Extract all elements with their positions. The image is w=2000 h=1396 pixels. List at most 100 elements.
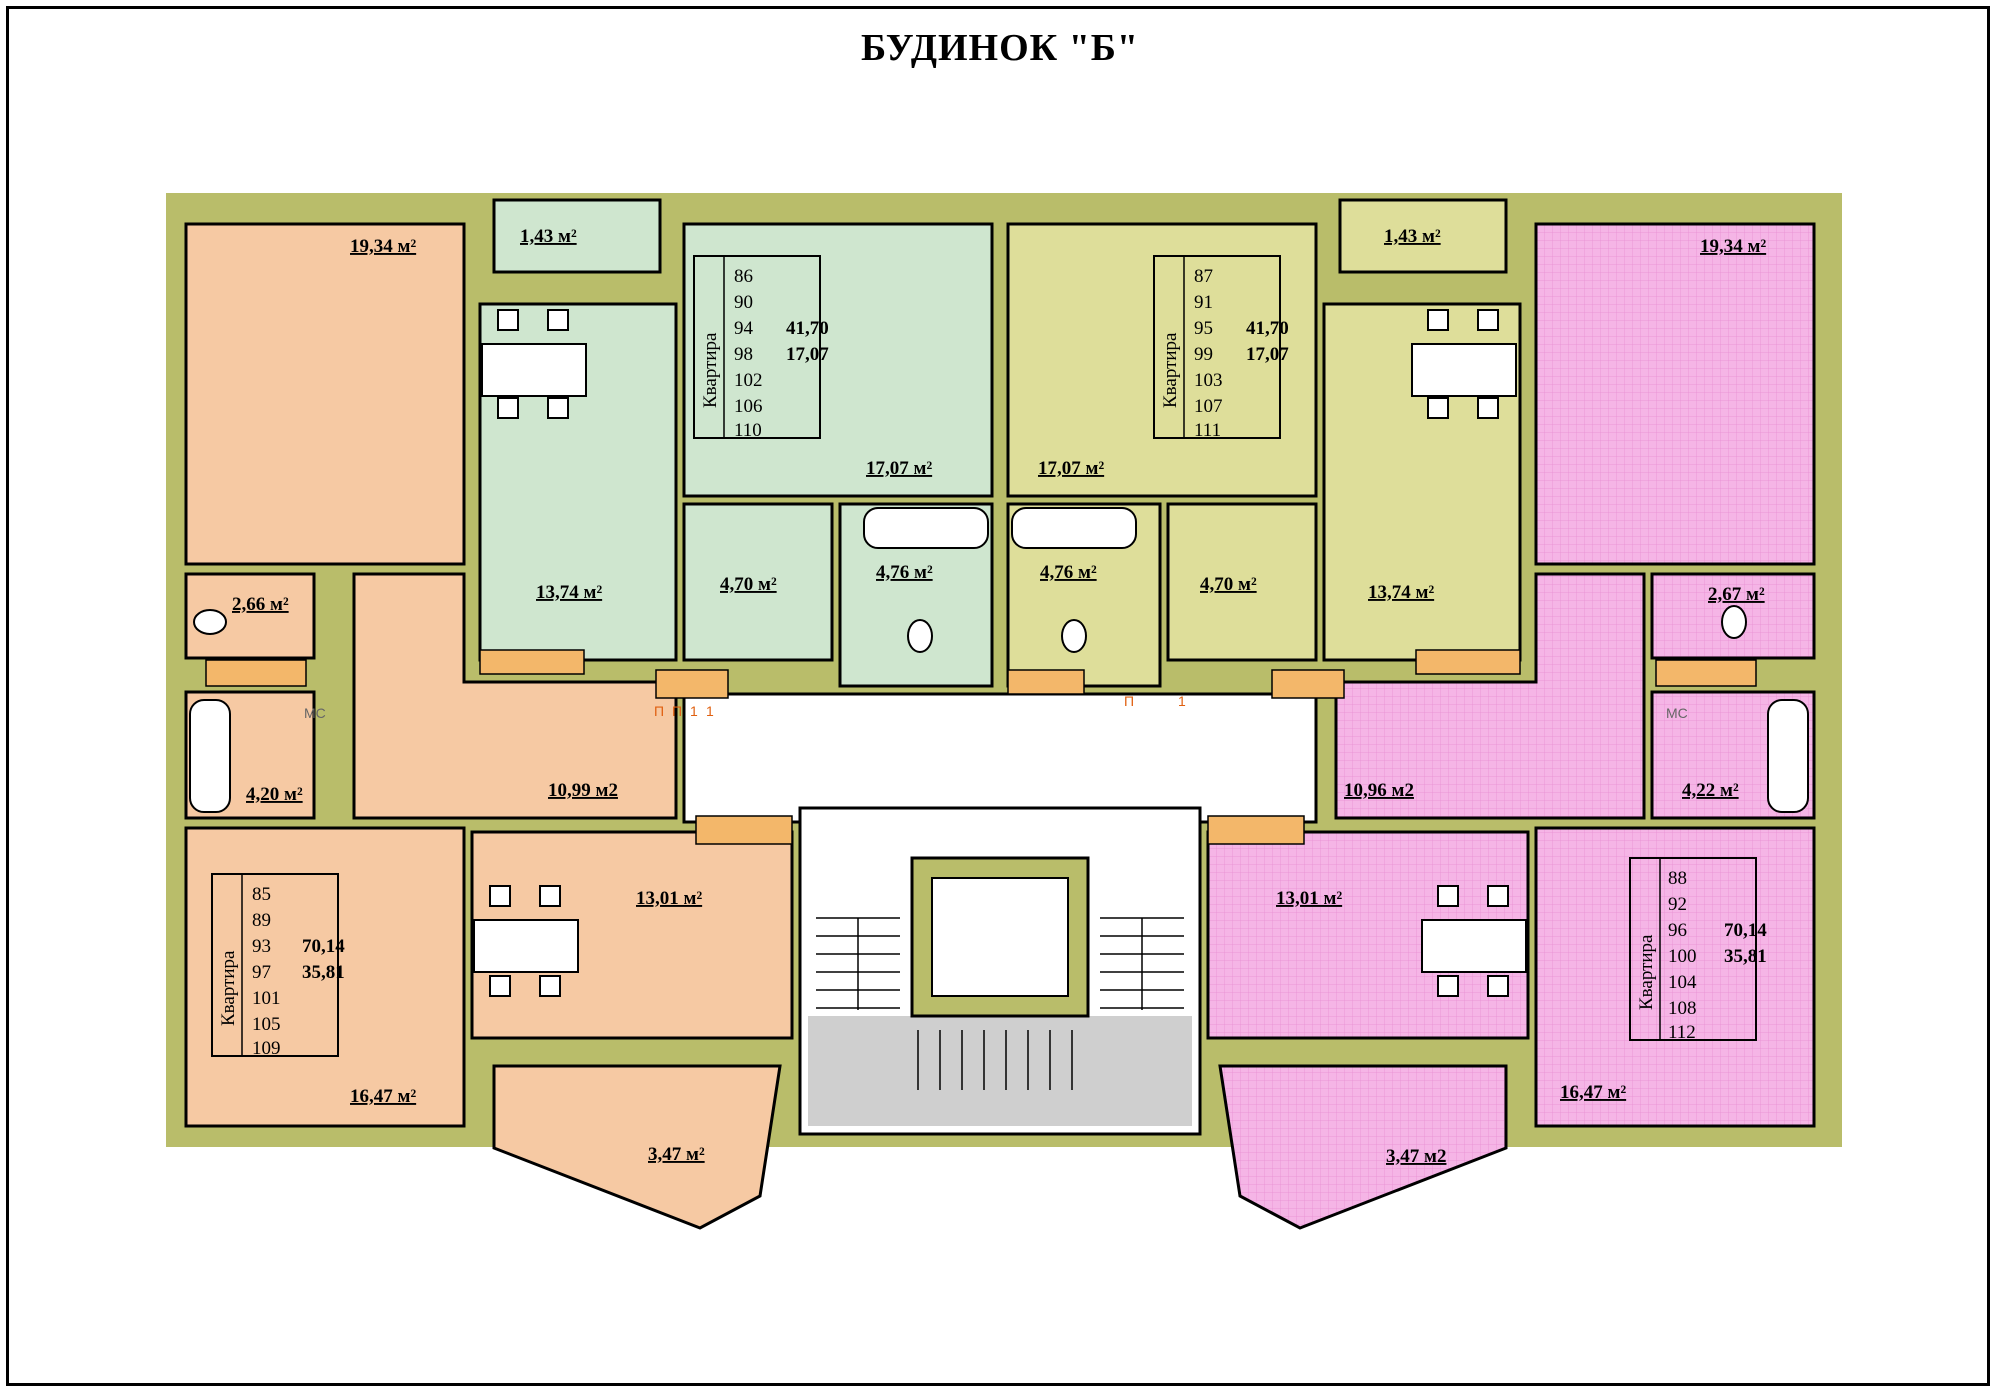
apartment-table-pink: Квартира 88 92 96 100 104 108 112 70,14 …	[1629, 857, 1767, 1043]
apartment-table-olive: Квартира 87 91 95 99 103 107 111 41,70 1…	[1153, 255, 1289, 441]
area-g-living: 17,07 м²	[866, 458, 932, 479]
apt-number: 107	[1194, 396, 1223, 417]
apt-living-area: 17,07	[1246, 344, 1289, 365]
apt-number: 90	[734, 292, 753, 313]
apt-number: 86	[734, 266, 753, 287]
area-g-hall: 4,70 м²	[720, 574, 777, 595]
area-l-kitchen-bottom: 13,01 м²	[636, 888, 702, 909]
bathtub-icon	[189, 507, 1809, 813]
apt-number: 102	[734, 370, 763, 391]
ventilation-duct	[205, 649, 1757, 845]
room-o-living	[1006, 222, 1318, 498]
apartment-label: Квартира	[700, 332, 721, 408]
area-l-living-bottom: 16,47 м²	[350, 1086, 416, 1107]
svg-text:1: 1	[706, 703, 714, 719]
apt-number: 110	[734, 420, 762, 441]
apt-number: 103	[1194, 370, 1223, 391]
room-r-living-top	[1534, 222, 1816, 566]
area-r-kitchen-bottom: 13,01 м²	[1276, 888, 1342, 909]
area-g-bath: 4,76 м²	[876, 562, 933, 583]
page-title: БУДИНОК "Б"	[860, 27, 1140, 69]
apt-number: 91	[1194, 292, 1213, 313]
room-r-hall	[1334, 572, 1646, 820]
apt-number: 96	[1668, 920, 1687, 941]
room-r-loggia	[1218, 1064, 1508, 1230]
apt-number: 111	[1194, 420, 1221, 441]
toilet-icon	[193, 605, 1747, 653]
room-o-hall	[1166, 502, 1318, 662]
room-r-living-bottom	[1534, 826, 1816, 1128]
apt-number: 112	[1668, 1022, 1696, 1043]
common-corridor	[682, 692, 1318, 824]
apt-number: 92	[1668, 894, 1687, 915]
apt-number: 94	[734, 318, 754, 339]
area-o-hall: 4,70 м²	[1200, 574, 1257, 595]
apartment-table-green: Квартира 86 90 94 98 102 106 110 41,70 1…	[693, 255, 829, 441]
apt-number: 100	[1668, 946, 1697, 967]
room-g-hall	[682, 502, 834, 662]
area-l-bath: 4,20 м²	[246, 784, 303, 805]
area-l-balcony-top: 1,43 м²	[520, 226, 577, 247]
apt-number: 109	[252, 1038, 281, 1059]
area-r-wc: 2,67 м²	[1708, 584, 1765, 605]
apartment-label: Квартира	[1160, 332, 1181, 408]
area-r-living-bottom: 16,47 м²	[1560, 1082, 1626, 1103]
apt-number: 97	[252, 962, 271, 983]
stair-treads	[816, 917, 1184, 1090]
svg-text:МС: МС	[304, 705, 326, 721]
svg-text:1: 1	[1178, 693, 1186, 709]
room-l-living-bottom	[184, 826, 466, 1128]
area-l-loggia: 3,47 м²	[648, 1144, 705, 1165]
apt-number: 105	[252, 1014, 281, 1035]
elevator-car	[931, 877, 1069, 997]
area-r-living-top: 19,34 м²	[1700, 236, 1766, 257]
apt-number: 88	[1668, 868, 1687, 889]
area-l-wc: 2,66 м²	[232, 594, 289, 615]
svg-text:П: П	[654, 703, 664, 719]
area-l-hall: 10,99 м2	[548, 780, 618, 801]
apt-number: 99	[1194, 344, 1213, 365]
apt-living-area: 35,81	[302, 962, 345, 983]
apartment-table-peach: Квартира 85 89 93 97 101 105 109 70,14 3…	[211, 873, 345, 1059]
svg-text:П: П	[1124, 693, 1134, 709]
apt-living-area: 17,07	[786, 344, 829, 365]
stairs-landing	[808, 1016, 1192, 1126]
area-o-kitchen: 13,74 м²	[1368, 582, 1434, 603]
room-l-living-top	[184, 222, 466, 566]
apt-number: 95	[1194, 318, 1213, 339]
apt-number: 89	[252, 910, 271, 931]
area-o-living: 17,07 м²	[1038, 458, 1104, 479]
apt-living-area: 35,81	[1724, 946, 1767, 967]
apt-number: 104	[1668, 972, 1697, 993]
room-g-balcony	[492, 198, 662, 274]
apt-total-area: 41,70	[786, 318, 829, 339]
apt-total-area: 70,14	[1724, 920, 1767, 941]
apt-number: 108	[1668, 998, 1697, 1019]
room-l-loggia	[492, 1064, 782, 1230]
apt-number: 85	[252, 884, 271, 905]
area-g-kitchen: 13,74 м²	[536, 582, 602, 603]
area-o-bath: 4,76 м²	[1040, 562, 1097, 583]
apartment-label: Квартира	[1636, 934, 1657, 1010]
apt-number: 98	[734, 344, 753, 365]
duct-labels-left: П П 1 1 П 1 МС МС	[304, 693, 1688, 721]
table-icon	[473, 309, 1527, 997]
area-l-living-top: 19,34 м²	[350, 236, 416, 257]
apartment-label: Квартира	[218, 950, 239, 1026]
apt-number: 106	[734, 396, 763, 417]
room-o-balcony	[1338, 198, 1508, 274]
apt-number: 101	[252, 988, 281, 1009]
area-r-loggia: 3,47 м2	[1386, 1146, 1446, 1167]
apt-number: 87	[1194, 266, 1213, 287]
svg-text:П: П	[672, 703, 682, 719]
area-r-bath: 4,22 м²	[1682, 780, 1739, 801]
apt-total-area: 70,14	[302, 936, 345, 957]
area-r-balcony-top: 1,43 м²	[1384, 226, 1441, 247]
apt-total-area: 41,70	[1246, 318, 1289, 339]
svg-text:МС: МС	[1666, 705, 1688, 721]
page-frame	[6, 6, 1990, 1386]
area-r-hall: 10,96 м2	[1344, 780, 1414, 801]
apt-number: 93	[252, 936, 271, 957]
svg-text:1: 1	[690, 703, 698, 719]
